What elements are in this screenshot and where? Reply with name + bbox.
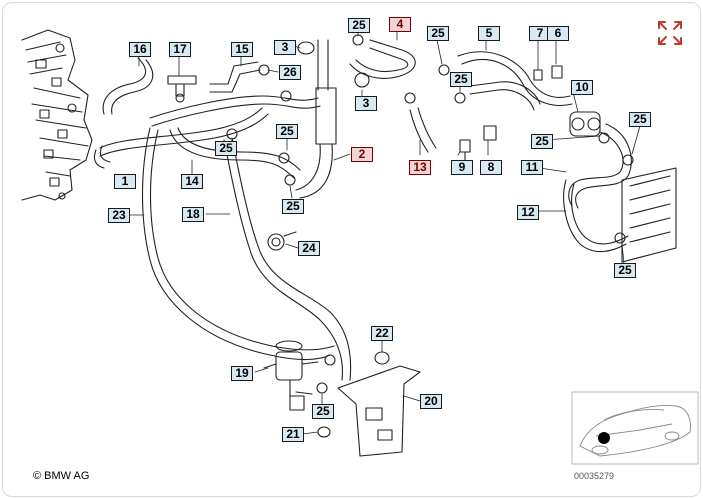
callout-12[interactable]: 12 — [517, 205, 539, 220]
callout-15[interactable]: 15 — [231, 42, 253, 57]
callout-26[interactable]: 26 — [279, 65, 301, 80]
hose-5 — [457, 51, 573, 111]
callout-25[interactable]: 25 — [276, 124, 298, 139]
hose-14 — [169, 127, 301, 179]
callout-1[interactable]: 1 — [114, 174, 136, 189]
diagram-id: 00035279 — [574, 471, 615, 481]
callout-17[interactable]: 17 — [169, 42, 191, 57]
hose-15 — [209, 61, 261, 93]
callout-25[interactable]: 25 — [629, 112, 651, 127]
grommet-3 — [297, 41, 370, 88]
hose-main-upper — [99, 95, 321, 157]
callout-21[interactable]: 21 — [282, 427, 304, 442]
hose-1 — [93, 145, 111, 169]
callout-25[interactable]: 25 — [312, 404, 334, 419]
callout-18[interactable]: 18 — [182, 207, 204, 222]
callout-25[interactable]: 25 — [282, 199, 304, 214]
callout-11[interactable]: 11 — [521, 160, 543, 175]
callout-6[interactable]: 6 — [547, 26, 569, 41]
parts-7-6-8-9 — [459, 65, 563, 161]
callout-16[interactable]: 16 — [129, 42, 151, 57]
callout-25[interactable]: 25 — [348, 18, 370, 33]
callout-25[interactable]: 25 — [215, 141, 237, 156]
car-thumbnail — [571, 391, 699, 465]
callout-2[interactable]: 2 — [351, 147, 373, 162]
heater-core — [621, 167, 677, 263]
clamp-24 — [267, 231, 297, 251]
callout-8[interactable]: 8 — [480, 160, 502, 175]
callout-24[interactable]: 24 — [298, 241, 320, 256]
connector-10 — [569, 111, 601, 137]
callout-3[interactable]: 3 — [274, 40, 296, 55]
callout-3[interactable]: 3 — [355, 96, 377, 111]
hose-13 — [409, 107, 437, 153]
callout-5[interactable]: 5 — [478, 26, 500, 41]
hose-16 — [102, 57, 154, 115]
callout-25[interactable]: 25 — [427, 26, 449, 41]
hose-clamps — [226, 34, 634, 394]
callout-25[interactable]: 25 — [450, 72, 472, 87]
bracket-20 — [337, 365, 421, 457]
hose-12 — [563, 179, 629, 253]
callout-4[interactable]: 4 — [389, 17, 411, 32]
engine-block — [21, 29, 93, 201]
callout-25[interactable]: 25 — [614, 263, 636, 278]
callout-23[interactable]: 23 — [108, 208, 130, 223]
callout-22[interactable]: 22 — [371, 326, 393, 341]
leader-lines — [127, 31, 641, 435]
connector-17 — [167, 75, 197, 103]
callout-20[interactable]: 20 — [420, 394, 442, 409]
location-marker — [598, 432, 610, 444]
callout-19[interactable]: 19 — [231, 366, 253, 381]
pipe-2 — [295, 39, 337, 199]
hose-18 — [223, 137, 352, 381]
copyright-text: © BMW AG — [33, 470, 90, 482]
callout-9[interactable]: 9 — [451, 160, 473, 175]
callout-10[interactable]: 10 — [571, 80, 593, 95]
hose-11 — [568, 123, 632, 209]
expand-icon[interactable] — [655, 18, 685, 48]
callout-14[interactable]: 14 — [181, 174, 203, 189]
hose-4 — [349, 39, 416, 79]
valve-19 — [263, 340, 319, 411]
callout-13[interactable]: 13 — [409, 160, 431, 175]
callout-25[interactable]: 25 — [531, 134, 553, 149]
